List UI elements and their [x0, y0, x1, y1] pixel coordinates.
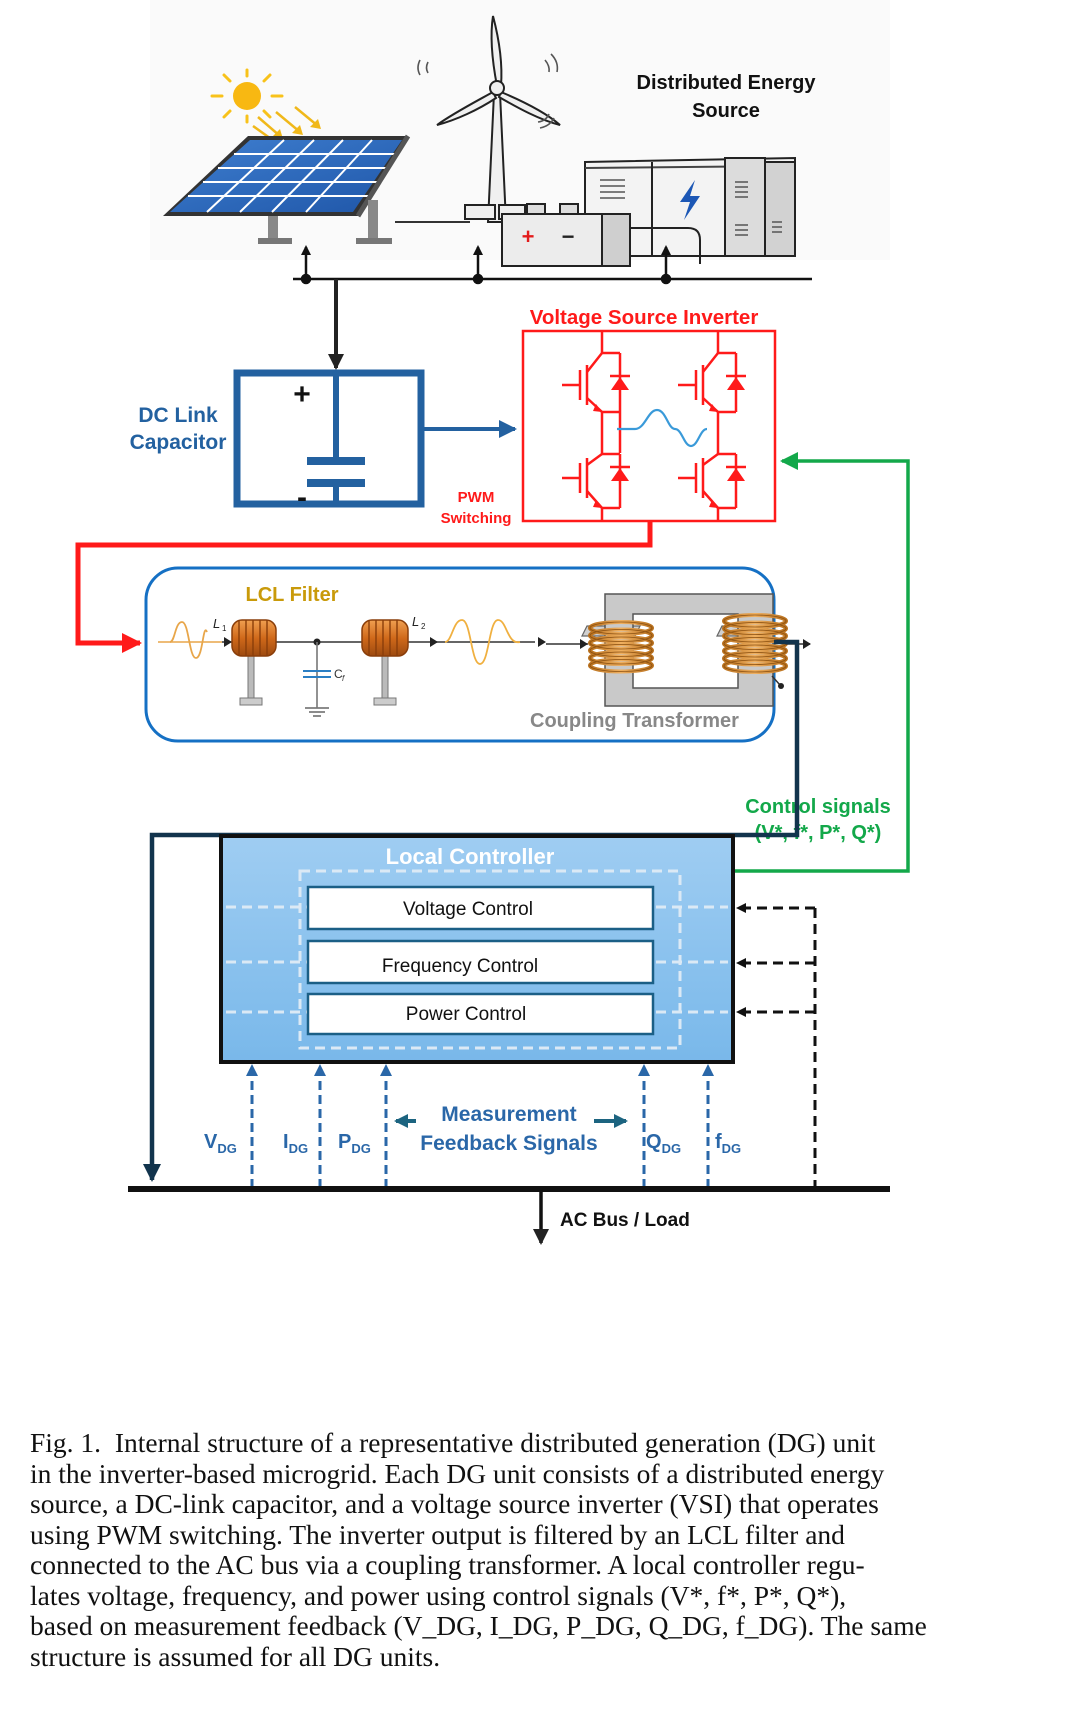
control-signal-wire — [733, 452, 910, 873]
feedback-i-label: IDG — [283, 1131, 308, 1156]
transformer-winding-left-edge — [589, 651, 653, 665]
transformer-winding-right-edge — [723, 652, 787, 665]
power-control-label: Power Control — [406, 1004, 526, 1025]
pwm-label-line2: Switching — [441, 510, 512, 527]
cf-subscript: f — [342, 674, 345, 683]
measurement-label-line2: Feedback Signals — [420, 1132, 597, 1155]
internal-feedback-lines — [736, 903, 817, 1188]
coupling-transformer-icon — [546, 593, 811, 707]
transformer-winding-right-edge — [723, 629, 787, 643]
pwm-output-wire — [75, 521, 653, 653]
l1-subscript: 1 — [222, 624, 227, 633]
caption-label: Fig. 1. — [30, 1427, 102, 1458]
dc-bus — [293, 245, 812, 370]
voltage-control-label: Voltage Control — [403, 899, 533, 920]
feedback-p-label: PDG — [338, 1131, 371, 1156]
caption-line: connected to the AC bus via a coupling t… — [30, 1549, 865, 1580]
vsi-title: Voltage Source Inverter — [530, 306, 759, 329]
wind-turbine-icon — [395, 15, 561, 223]
pwm-label-line1: PWM — [458, 489, 495, 506]
transformer-label-wrap: Coupling Transformer — [530, 710, 739, 733]
transformer-winding-left-edge — [589, 636, 653, 650]
caption-line: based on measurement feedback (V_DG, I_D… — [30, 1610, 927, 1641]
transformer-output-arrow — [803, 639, 811, 649]
local-controller: Local Controller Voltage Control Frequen… — [219, 834, 735, 1064]
cap-plus: + — [293, 378, 311, 411]
ac-bus: AC Bus / Load — [128, 1186, 890, 1245]
control-block-frequency: Frequency Control — [306, 939, 655, 985]
feedback-f-label: fDG — [715, 1131, 741, 1156]
measurement-label-line1: Measurement — [441, 1103, 576, 1126]
transformer-output-wire — [143, 639, 800, 1182]
transformer-input-arrow — [580, 639, 588, 649]
caption-line: Internal structure of a representative d… — [114, 1427, 876, 1458]
dc-link-label-line2: Capacitor — [130, 431, 227, 454]
caption-line: in the inverter-based microgrid. Each DG… — [30, 1457, 885, 1489]
transformer-lead — [771, 675, 781, 686]
cf-label: C — [334, 667, 343, 681]
inductor-l1-icon — [231, 619, 277, 706]
lcl-filter-block: LCL Filter — [144, 566, 811, 743]
transformer-winding-right-edge — [723, 644, 787, 658]
caption-line: structure is assumed for all DG units. — [30, 1640, 441, 1672]
l2-subscript: 2 — [421, 622, 426, 631]
power-cabinet-icon — [584, 156, 796, 257]
figure-caption: Fig. 1. Internal structure of a represen… — [30, 1427, 1060, 1672]
dc-link-label-line1: DC Link — [138, 404, 218, 427]
control-signals-line1: Control signals — [745, 796, 891, 818]
transformer-winding-left-edge — [589, 621, 653, 635]
feedback-q-label: QDG — [646, 1131, 681, 1156]
caption-line: using PWM switching. The inverter output… — [30, 1518, 845, 1550]
transformer-winding-right-edge — [723, 659, 787, 673]
source-title-line1: Distributed Energy — [637, 72, 817, 94]
voltage-source-inverter: Voltage Source Inverter — [441, 306, 777, 527]
distributed-energy-source-illustration: + − Distributed Energy Source — [150, 0, 890, 267]
igbt-bridge-icon — [562, 331, 746, 521]
source-title-line2: Source — [692, 100, 760, 122]
control-block-voltage: Voltage Control — [306, 885, 655, 931]
sine-wave-icon — [617, 408, 708, 448]
control-block-power: Power Control — [306, 992, 655, 1036]
control-signals-line2: (V*, f*, P*, Q*) — [755, 822, 882, 844]
caption-line: lates voltage, frequency, and power usin… — [30, 1579, 847, 1611]
dg-unit-diagram: + − Distributed Energy Source + - DC Lin… — [75, 0, 910, 1245]
transformer-winding-right-edge — [723, 622, 787, 635]
battery-plus: + — [522, 224, 535, 249]
inductor-l2-icon — [361, 619, 409, 706]
transformer-winding-right-edge — [723, 614, 787, 628]
controller-title: Local Controller — [386, 844, 555, 869]
transformer-winding-left-edge — [589, 659, 653, 672]
transformer-lead-dot — [778, 683, 784, 689]
battery-icon: + − — [464, 203, 701, 267]
feedback-labels: VDG IDG PDG QDG fDG — [204, 1131, 741, 1156]
feedback-v-label: VDG — [204, 1131, 237, 1156]
l1-label: L — [213, 616, 220, 631]
frequency-control-label: Frequency Control — [382, 956, 538, 977]
l2-label: L — [412, 614, 419, 629]
transformer-winding-left-edge — [589, 629, 653, 642]
caption-line: source, a DC-link capacitor, and a volta… — [30, 1488, 879, 1519]
battery-minus: − — [562, 224, 575, 249]
measurement-feedback-lines — [246, 1064, 714, 1188]
lightning-icon — [680, 180, 700, 220]
solar-panel-icon — [163, 134, 411, 244]
lcl-title: LCL Filter — [246, 584, 339, 606]
transformer-winding-left-edge — [589, 644, 653, 657]
ac-bus-label: AC Bus / Load — [560, 1210, 690, 1231]
cap-minus: - — [297, 481, 307, 514]
transformer-label: Coupling Transformer — [530, 710, 739, 732]
dc-link-capacitor: + - DC Link Capacitor — [130, 369, 517, 514]
